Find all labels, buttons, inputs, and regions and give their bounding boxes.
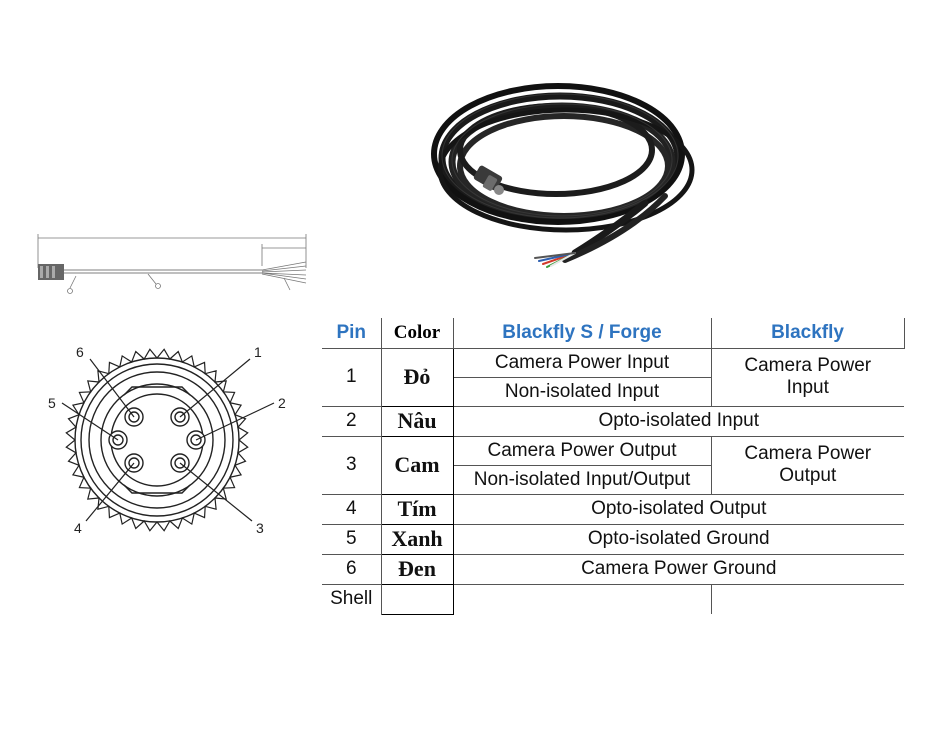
- pinout-label-6: 6: [76, 344, 84, 360]
- function-cell: Camera Power Output: [452, 435, 712, 466]
- pinout-label-1: 1: [254, 344, 262, 360]
- color-cell: [380, 583, 454, 615]
- pinout-label-3: 3: [256, 520, 264, 536]
- color-cell: Đỏ: [380, 347, 454, 407]
- function-cell: [452, 583, 712, 614]
- pin-cell: 6: [322, 553, 382, 585]
- function-cell: Camera Power Input: [710, 347, 904, 407]
- function-cell: Camera Power Output: [710, 435, 904, 495]
- pinout-label-5: 5: [48, 395, 56, 411]
- pinout-label-4: 4: [74, 520, 82, 536]
- function-cell: Opto-isolated Input: [452, 405, 904, 437]
- pin-cell: 5: [322, 523, 382, 555]
- gear-ring: [65, 348, 249, 532]
- function-cell: Non-isolated Input/Output: [452, 464, 712, 495]
- cable-drawing: [37, 234, 307, 294]
- pinout-label-2: 2: [278, 395, 286, 411]
- function-cell: [710, 583, 904, 614]
- function-line: Output: [779, 465, 837, 486]
- header-pin: Pin: [322, 318, 382, 349]
- function-cell: Opto-isolated Ground: [452, 523, 904, 555]
- function-line: Input: [786, 377, 829, 398]
- function-line: Camera Power: [744, 443, 872, 465]
- function-cell: Non-isolated Input: [452, 376, 712, 407]
- function-cell: Opto-isolated Output: [452, 493, 904, 525]
- pin-cell: 3: [322, 435, 382, 495]
- function-cell: Camera Power Input: [452, 347, 712, 378]
- pin-cell: 2: [322, 405, 382, 437]
- cable-photo: [431, 83, 695, 268]
- pins: [108, 407, 206, 473]
- connector-teeth: [65, 348, 249, 532]
- color-cell: Tím: [380, 493, 454, 525]
- pinout-diagram: 6 1 5 2 4 3: [48, 344, 286, 536]
- pin-cell: 4: [322, 493, 382, 525]
- pin-table: Pin Color Blackfly S / Forge Blackfly 1 …: [322, 318, 905, 615]
- pin-cell: 1: [322, 347, 382, 407]
- connector-icon: [473, 165, 504, 195]
- header-blackfly: Blackfly: [710, 318, 905, 349]
- function-cell: Camera Power Ground: [452, 553, 904, 585]
- color-cell: Đen: [380, 553, 454, 585]
- color-cell: Cam: [380, 435, 454, 495]
- color-cell: Nâu: [380, 405, 454, 437]
- header-blackfly-s-forge: Blackfly S / Forge: [452, 318, 712, 349]
- pin-cell: Shell: [322, 583, 382, 614]
- header-color: Color: [380, 318, 454, 349]
- color-cell: Xanh: [380, 523, 454, 555]
- function-line: Camera Power: [744, 355, 872, 377]
